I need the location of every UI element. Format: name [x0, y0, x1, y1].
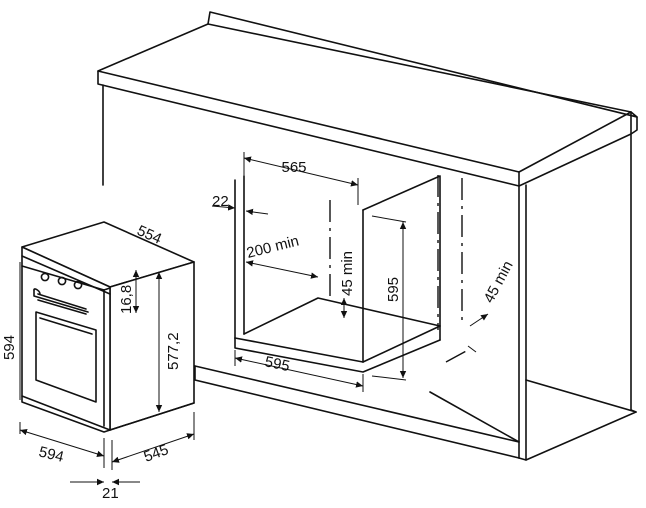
label-oven-width: 594	[37, 443, 65, 466]
label-side-clearance: 45 min	[481, 258, 517, 306]
label-door-thickness: 21	[102, 485, 119, 502]
label-front-width: 595	[263, 353, 291, 375]
label-side-offset: 22	[212, 193, 229, 210]
oven-dimensions	[19, 262, 195, 486]
label-oven-depth: 545	[142, 441, 171, 466]
niche-dimensions	[211, 152, 489, 392]
label-niche-width: 565	[281, 159, 306, 176]
label-rear-clearance: 200 min	[245, 232, 301, 261]
oven	[21, 221, 195, 433]
cabinet	[102, 84, 637, 461]
label-top-clearance: 45 min	[339, 251, 356, 296]
label-oven-height: 594	[1, 335, 18, 360]
label-body-height: 577,2	[165, 332, 182, 370]
label-panel-height: 16,8	[118, 285, 135, 314]
label-niche-height: 595	[385, 277, 402, 302]
countertop	[97, 11, 638, 187]
